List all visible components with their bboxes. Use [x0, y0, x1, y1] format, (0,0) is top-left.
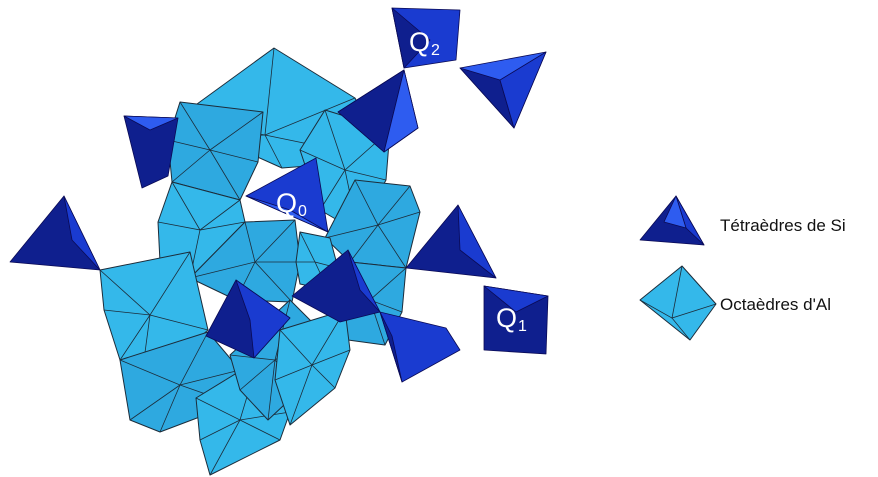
- legend-tetrahedron-icon: [640, 196, 704, 245]
- tetrahedron: [10, 196, 100, 270]
- tetrahedron: [460, 52, 546, 128]
- tetrahedron: [124, 116, 178, 188]
- legend-octahedra-label: Octaèdres d'Al: [720, 295, 831, 314]
- legend: Tétraèdres de Si Octaèdres d'Al: [640, 196, 846, 340]
- tetrahedron: [380, 312, 460, 382]
- legend-tetrahedra-label: Tétraèdres de Si: [720, 216, 846, 235]
- legend-octahedron-icon: [640, 266, 716, 340]
